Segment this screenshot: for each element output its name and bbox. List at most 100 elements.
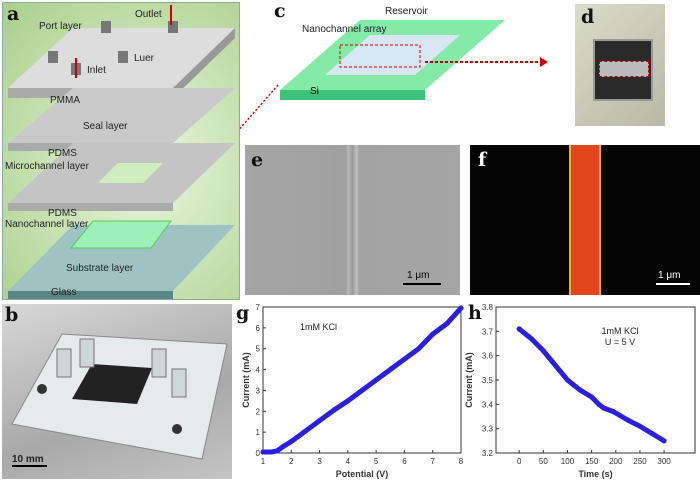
annotation-g: 1mM KCl <box>300 322 337 332</box>
data-point-g <box>444 321 450 327</box>
label-nanochannel-layer: Nanochannel layer <box>5 219 89 230</box>
data-point-g <box>345 398 351 404</box>
data-point-g <box>430 331 436 337</box>
label-glass: Glass <box>51 287 77 298</box>
data-point-h <box>601 405 607 411</box>
data-point-h <box>540 348 546 354</box>
data-point-h <box>637 423 643 429</box>
data-point-h <box>625 417 631 423</box>
data-point-h <box>552 362 558 368</box>
data-point-h <box>528 336 534 342</box>
x-tick-label-g: 5 <box>374 457 379 466</box>
x-tick-label-h: 0 <box>517 457 522 466</box>
data-point-g <box>288 439 294 445</box>
data-point-h <box>577 387 583 393</box>
data-point-g <box>302 428 308 434</box>
x-tick-label-h: 250 <box>633 457 647 466</box>
x-tick-label-g: 8 <box>459 457 464 466</box>
data-point-h <box>649 431 655 437</box>
label-microchannel-layer: Microchannel layer <box>5 161 89 172</box>
data-series-g <box>260 305 464 455</box>
scale-bar-f <box>656 283 690 285</box>
data-point-g <box>373 377 379 383</box>
data-point-g <box>280 444 286 450</box>
label-pdms-1: PDMS <box>48 148 77 159</box>
label-reservoir: Reservoir <box>385 6 428 17</box>
y-tick-label-h: 3.8 <box>482 303 494 312</box>
label-port-layer: Port layer <box>39 21 82 32</box>
panel-label-d: d <box>581 6 595 28</box>
x-axis-label-g: Potential (V) <box>336 469 389 479</box>
x-tick-label-h: 100 <box>561 457 575 466</box>
scale-bar-label-f: 1 μm <box>658 270 681 281</box>
panel-label-b: b <box>5 304 19 326</box>
panel-label-h: h <box>468 302 482 324</box>
x-tick-label-g: 2 <box>289 457 294 466</box>
panel-d-chip-photo: d <box>575 4 665 126</box>
data-point-h <box>516 326 522 332</box>
y-tick-label-g: 2 <box>256 407 261 416</box>
x-tick-label-h: 200 <box>609 457 623 466</box>
x-tick-label-h: 300 <box>657 457 671 466</box>
label-si: Si <box>310 86 319 97</box>
panel-label-e: e <box>251 149 264 171</box>
si-chip-diagram <box>159 20 548 221</box>
plot-frame-g <box>262 306 462 454</box>
data-point-g <box>260 449 266 455</box>
data-point-g <box>331 407 337 413</box>
data-point-g <box>317 418 323 424</box>
annotation-h: 1mM KCl <box>601 326 638 336</box>
x-axis-label-h: Time (s) <box>578 469 612 479</box>
y-tick-label-h: 3.3 <box>482 425 494 434</box>
scale-bar-label-e: 1 μm <box>407 270 430 281</box>
panel-b-device-photo: b 10 mm <box>2 304 232 479</box>
data-point-h <box>589 394 595 400</box>
data-point-h <box>596 401 602 407</box>
x-tick-label-g: 4 <box>346 457 351 466</box>
data-point-g <box>401 356 407 362</box>
y-tick-label-g: 5 <box>256 345 261 354</box>
data-point-g <box>387 367 393 373</box>
x-tick-label-g: 1 <box>261 457 266 466</box>
data-point-g <box>458 305 464 311</box>
panel-label-g: g <box>236 302 250 324</box>
data-point-g <box>274 448 280 454</box>
scale-bar-label-b: 10 mm <box>12 454 44 465</box>
device-layers-diagram <box>8 5 235 299</box>
panel-a-exploded-device: a Outlet Port layer Luer Inlet PMMA Seal… <box>2 2 240 300</box>
panel-label-a: a <box>7 3 20 25</box>
y-tick-label-g: 6 <box>256 324 261 333</box>
x-tick-label-g: 3 <box>317 457 322 466</box>
data-point-g <box>416 346 422 352</box>
y-tick-label-g: 0 <box>256 449 261 458</box>
label-outlet: Outlet <box>135 9 162 20</box>
label-substrate-layer: Substrate layer <box>66 263 134 274</box>
label-pmma: PMMA <box>50 95 80 106</box>
x-tick-label-h: 50 <box>539 457 548 466</box>
y-tick-label-g: 3 <box>256 386 261 395</box>
fluorescent-channel-stripe <box>569 145 601 295</box>
data-point-h <box>564 377 570 383</box>
data-point-h <box>661 438 667 444</box>
label-pdms-2: PDMS <box>48 208 77 219</box>
data-point-g <box>268 449 274 455</box>
y-tick-label-h: 3.7 <box>482 327 494 336</box>
data-series-h <box>516 326 667 444</box>
panel-c-chip-schematic: c Reservoir Nanochannel array Si <box>159 0 570 221</box>
annotation2-h: U = 5 V <box>605 337 635 347</box>
y-axis-label-h: Current (mA) <box>464 352 474 408</box>
y-axis-label-g: Current (mA) <box>241 352 251 408</box>
label-luer: Luer <box>134 53 155 64</box>
label-inlet: Inlet <box>87 65 106 76</box>
scale-bar-e <box>403 283 441 285</box>
plot-frame-h <box>495 306 696 454</box>
y-tick-label-g: 1 <box>256 428 261 437</box>
panel-label-c: c <box>274 0 286 22</box>
y-tick-label-h: 3.6 <box>482 352 494 361</box>
y-tick-label-g: 7 <box>256 303 261 312</box>
label-nanochannel-array: Nanochannel array <box>302 24 387 35</box>
chip-in-hand <box>593 39 653 101</box>
y-tick-label-h: 3.2 <box>482 449 494 458</box>
y-tick-label-h: 3.5 <box>482 376 494 385</box>
